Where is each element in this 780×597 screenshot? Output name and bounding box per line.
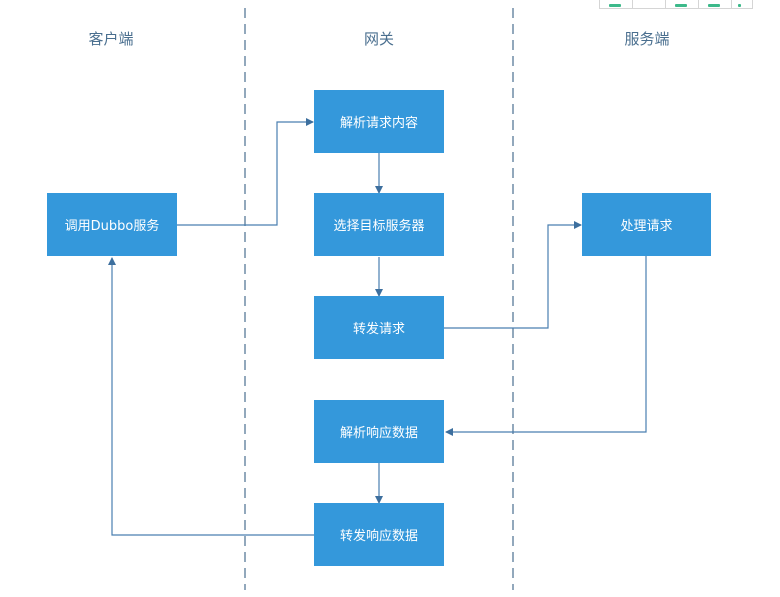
toolbar-button-5[interactable] (732, 0, 752, 8)
edge-forward-response-to-call (108, 257, 314, 536)
toolbar-button-1[interactable] (600, 0, 633, 8)
toolbar-fragment (599, 0, 753, 9)
node-parse-request[interactable]: 解析请求内容 (314, 90, 444, 153)
node-select-server[interactable]: 选择目标服务器 (314, 193, 444, 256)
node-call-dubbo[interactable]: 调用Dubbo服务 (47, 193, 177, 256)
edge-handle-to-parse-response (445, 256, 647, 436)
edge-forward-to-handle (444, 221, 582, 329)
lane-title-client: 客户端 (88, 30, 134, 48)
green-tool-icon (675, 4, 687, 7)
toolbar-button-4[interactable] (699, 0, 732, 8)
green-tool-icon (609, 4, 621, 7)
toolbar-button-3[interactable] (666, 0, 699, 8)
node-forward-request[interactable]: 转发请求 (314, 296, 444, 359)
node-forward-response[interactable]: 转发响应数据 (314, 503, 444, 566)
toolbar-button-2[interactable] (633, 0, 666, 8)
green-tool-icon (708, 4, 720, 7)
node-handle-request[interactable]: 处理请求 (582, 193, 711, 256)
edge-call-to-parse-request (177, 118, 314, 226)
green-tool-icon (738, 4, 741, 7)
lane-title-server: 服务端 (624, 30, 670, 48)
node-parse-response[interactable]: 解析响应数据 (314, 400, 444, 463)
lane-title-gateway: 网关 (363, 30, 394, 48)
